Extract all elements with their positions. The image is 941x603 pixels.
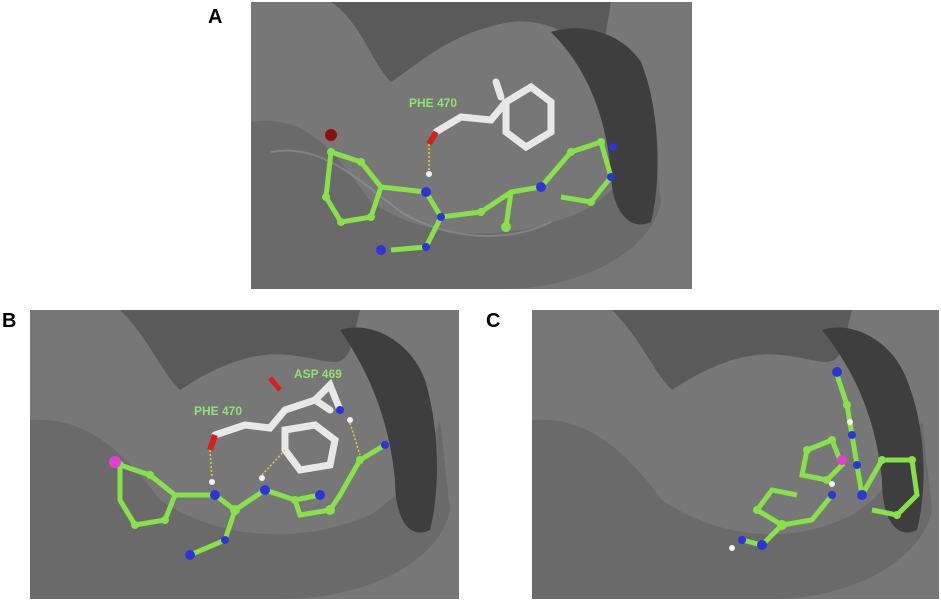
label-asp-469: ASP 469 <box>294 367 342 381</box>
panel-c-molecular-render <box>532 310 939 599</box>
panel-b-molecular-render: ASP 469 PHE 470 <box>30 310 459 599</box>
panel-letter-b: B <box>2 310 17 332</box>
panel-a-molecular-render: PHE 470 <box>251 2 692 289</box>
panel-a-image: PHE 470 <box>251 2 692 289</box>
label-phe-470: PHE 470 <box>194 404 242 418</box>
panel-c-image <box>532 310 939 599</box>
panel-b-image: ASP 469 PHE 470 <box>30 310 459 599</box>
panel-letter-c: C <box>486 310 501 332</box>
panel-letter-a: A <box>208 6 223 28</box>
label-phe-470: PHE 470 <box>409 96 457 110</box>
